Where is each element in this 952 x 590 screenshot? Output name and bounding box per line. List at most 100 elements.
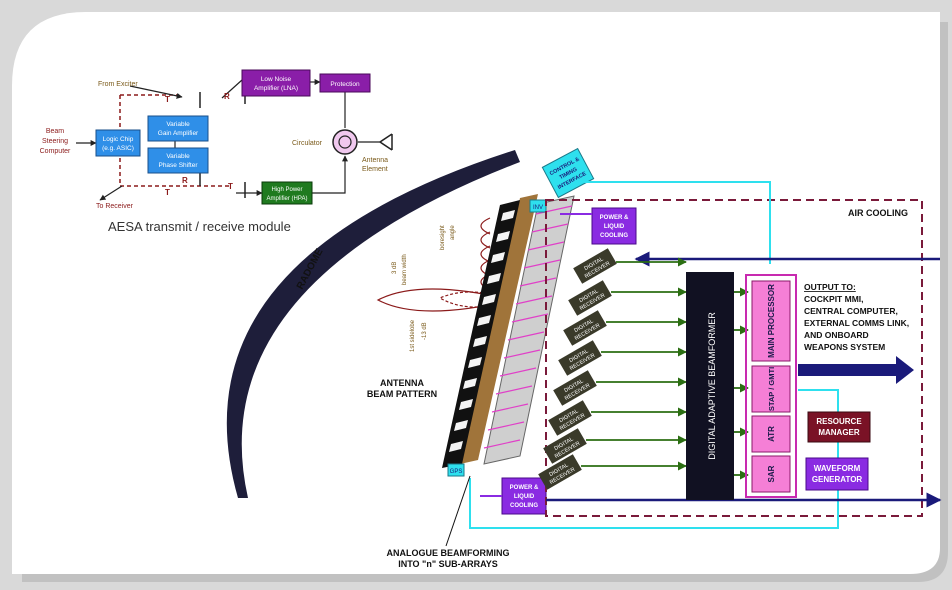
svg-text:1st sidelobe: 1st sidelobe — [410, 319, 416, 352]
svg-text:Element: Element — [362, 166, 388, 173]
svg-text:POWER &: POWER & — [510, 485, 539, 491]
power-cooling-bottom-label: POWER & LIQUID COOLING — [510, 485, 539, 509]
svg-text:EXTERNAL COMMS LINK,: EXTERNAL COMMS LINK, — [804, 318, 909, 328]
svg-text:Gain Amplifier: Gain Amplifier — [158, 130, 199, 137]
lna-box — [241, 69, 311, 97]
svg-text:Computer: Computer — [40, 148, 71, 155]
svg-text:-13 dB: -13 dB — [422, 322, 428, 340]
svg-text:ANALOGUE BEAMFORMING: ANALOGUE BEAMFORMING — [387, 548, 510, 558]
beam-steering-label: Beam Steering Computer — [40, 128, 71, 155]
receiver-4: DIGITAL RECEIVER — [558, 340, 602, 376]
gps-label: GPS — [450, 469, 463, 475]
protection-label: Protection — [330, 81, 360, 88]
svg-text:LIQUID: LIQUID — [604, 224, 625, 230]
svg-text:WEAPONS SYSTEM: WEAPONS SYSTEM — [804, 342, 885, 352]
svg-text:CENTRAL COMPUTER,: CENTRAL COMPUTER, — [804, 306, 898, 316]
tr-module-stack — [483, 195, 575, 465]
svg-text:Variable: Variable — [166, 121, 190, 128]
circulator-inner-icon — [338, 135, 352, 149]
cyan-signal-lines — [469, 181, 839, 529]
svg-text:boresight: boresight — [440, 225, 446, 250]
antenna-beam-label: ANTENNA BEAM PATTERN — [367, 378, 437, 399]
module-dashed-boundary — [119, 94, 232, 187]
t-label-2: T — [165, 188, 170, 197]
r-label-1: R — [224, 92, 230, 101]
sar-label: SAR — [767, 465, 776, 482]
svg-text:AND ONBOARD: AND ONBOARD — [804, 330, 869, 340]
tr-module: From Exciter T R R T T Beam Steering Com… — [40, 69, 393, 234]
logic-chip-box — [95, 129, 141, 157]
output-text: OUTPUT TO: COCKPIT MMI, CENTRAL COMPUTER… — [804, 282, 909, 352]
line-exciter — [129, 85, 183, 99]
antenna-array: INV GPS — [442, 194, 575, 477]
r-label-2: R — [182, 176, 188, 185]
array-wood-strip — [460, 194, 538, 464]
svg-text:Amplifier (HPA): Amplifier (HPA) — [267, 196, 308, 202]
analogue-beamforming-label: ANALOGUE BEAMFORMING INTO "n" SUB-ARRAYS — [387, 548, 510, 569]
array-element-column — [442, 200, 520, 468]
svg-text:Amplifier (LNA): Amplifier (LNA) — [254, 85, 298, 92]
air-cooling-enclosure — [545, 199, 923, 517]
svg-text:Steering: Steering — [42, 138, 68, 145]
receiver-to-beamformer-arrows — [581, 257, 687, 471]
line-hpa-circ — [312, 155, 348, 194]
line-lna-switch — [221, 79, 243, 99]
atr-box — [751, 415, 791, 453]
line-to-receiver — [99, 185, 123, 201]
svg-text:MANAGER: MANAGER — [818, 428, 860, 437]
array-element-tiles — [449, 210, 515, 452]
main-processor-box — [751, 280, 791, 362]
power-cooling-top-label: POWER & LIQUID COOLING — [600, 215, 629, 239]
svg-text:beam width: beam width — [402, 254, 408, 285]
svg-text:INTO "n" SUB-ARRAYS: INTO "n" SUB-ARRAYS — [398, 559, 498, 569]
svg-text:OUTPUT TO:: OUTPUT TO: — [804, 282, 856, 292]
digital-adaptive-beamformer — [686, 272, 734, 500]
from-exciter-label: From Exciter — [98, 81, 138, 88]
t-label-1: T — [165, 95, 170, 104]
svg-text:Logic Chip: Logic Chip — [103, 136, 134, 143]
stap-gmti-label: STAP / GMTI — [767, 367, 776, 411]
circulator-symbol — [332, 129, 358, 155]
output-arrow — [798, 356, 914, 384]
variable-phase-shifter-box — [147, 147, 209, 174]
svg-text:COOLING: COOLING — [600, 233, 628, 239]
svg-text:RESOURCE: RESOURCE — [816, 417, 862, 426]
svg-text:LIQUID: LIQUID — [514, 494, 535, 500]
gps-box — [447, 463, 465, 477]
beam-annotations: 1st sidelobe -13 dB 3 dB beam width bore… — [392, 225, 456, 352]
stap-gmti-box — [751, 365, 791, 413]
svg-text:WAVEFORM: WAVEFORM — [814, 464, 861, 473]
to-receiver-label: To Receiver — [96, 203, 134, 210]
svg-text:3 dB: 3 dB — [392, 262, 398, 274]
svg-text:High Power: High Power — [271, 187, 302, 193]
svg-text:Variable: Variable — [166, 153, 190, 160]
power-cooling-bottom-box — [501, 477, 547, 515]
power-cooling-top-box — [591, 207, 637, 245]
svg-text:COCKPIT MMI,: COCKPIT MMI, — [804, 294, 864, 304]
svg-text:Beam: Beam — [46, 128, 64, 135]
beamformer-label: DIGITAL ADAPTIVE BEAMFORMER — [707, 312, 717, 460]
svg-text:COOLING: COOLING — [510, 503, 538, 509]
module-caption: AESA transmit / receive module — [108, 219, 291, 234]
svg-text:GENERATOR: GENERATOR — [812, 475, 863, 484]
waveform-generator-box — [805, 457, 869, 491]
receiver-2: DIGITAL RECEIVER — [568, 280, 612, 316]
circulator-label: Circulator — [292, 140, 323, 147]
atr-label: ATR — [767, 426, 776, 442]
svg-text:angle: angle — [450, 225, 456, 240]
svg-text:Antenna: Antenna — [362, 157, 388, 164]
svg-text:(e.g. ASIC): (e.g. ASIC) — [102, 145, 134, 152]
tr-stack-lines — [483, 205, 573, 449]
analogue-pointer — [445, 475, 471, 547]
inv-label: INV — [533, 205, 543, 211]
hpa-box — [261, 181, 313, 205]
digital-receivers: DIGITAL RECEIVER DIGITAL RECEIVER DIGITA… — [538, 248, 617, 490]
svg-text:BEAM PATTERN: BEAM PATTERN — [367, 389, 437, 399]
variable-gain-amplifier-box — [147, 115, 209, 142]
antenna-element-icon — [379, 133, 393, 151]
sar-box — [751, 455, 791, 493]
resource-manager-box — [807, 411, 871, 443]
svg-text:ANTENNA: ANTENNA — [380, 378, 424, 388]
